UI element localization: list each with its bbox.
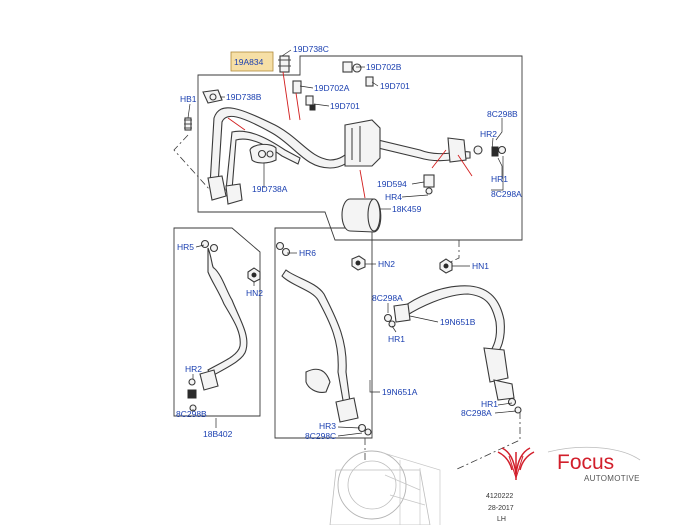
part-label-hn1[interactable]: HN1 [472,261,489,271]
part-label-hr3[interactable]: HR3 [319,421,336,431]
bolt-hb1-icon [184,117,192,131]
part-label-19d738c[interactable]: 19D738C [293,44,329,54]
part-label-hr6[interactable]: HR6 [299,248,316,258]
part-label-8c298a-mid[interactable]: 8C298A [372,293,403,303]
part-label-hr1-low[interactable]: HR1 [481,399,498,409]
drawing-side: LH [497,516,506,523]
part-label-19d701-b[interactable]: 19D701 [330,101,360,111]
part-label-8c298a-low[interactable]: 8C298A [461,408,492,418]
assembly-frame-center [274,227,373,439]
muffler-19n651a-icon [305,368,331,393]
hex-nut-hn2-left-icon [247,267,261,283]
red-guide-line [227,117,246,131]
logo-tagline: AUTOMOTIVE [584,474,640,483]
part-label-19d738b[interactable]: 19D738B [226,92,262,102]
part-label-hr2-top[interactable]: HR2 [480,129,497,139]
focus-emblem-icon [497,447,535,480]
muffler-18k459-icon [341,169,382,233]
pressure-sensor-19d594-icon [423,149,447,195]
valve-core-19d702a-icon [292,80,302,121]
part-label-19n651a[interactable]: 19N651A [382,387,418,397]
hose-fitting-mid-icon [383,303,411,328]
part-label-19n651b[interactable]: 19N651B [440,317,476,327]
compressor-icon [329,450,441,525]
part-label-19d701-a[interactable]: 19D701 [380,81,410,91]
part-label-8c298c[interactable]: 8C298C [305,431,336,441]
logo-swoosh [547,446,641,461]
assembly-frame-left [173,227,261,417]
hose-fitting-left-icon [187,369,219,412]
part-label-8c298a-top[interactable]: 8C298A [491,189,522,199]
part-label-8c298b-top[interactable]: 8C298B [487,109,518,119]
hose-fitting-lower-right-icon [483,347,522,414]
part-label-19d702a[interactable]: 19D702A [314,83,350,93]
valve-core-19d702b-icon [342,61,362,73]
pressure-switch-icon [278,55,291,73]
centerline-right [454,412,521,471]
centerline-hb1 [173,134,211,191]
hex-nut-hn1-icon [439,258,453,274]
focus-automotive-logo: Focus AUTOMOTIVE [497,446,641,483]
part-label-hb1[interactable]: HB1 [180,94,197,104]
block-fitting-icon [207,175,243,205]
leader-lines [187,49,517,437]
logo-wordmark: Focus [557,451,614,474]
part-label-hr2-low[interactable]: HR2 [185,364,202,374]
drawing-date: 28-2017 [488,505,514,512]
o-ring-hr5-icon [200,239,219,253]
service-cap-icon [305,76,374,111]
liquid-hose-18b402 [207,247,248,377]
part-label-hr1-mid[interactable]: HR1 [388,334,405,344]
accumulator-block-icon [344,119,381,167]
part-label-19a834[interactable]: 19A834 [234,57,264,67]
red-guide-line-2 [282,71,291,121]
part-label-8c298b-low[interactable]: 8C298B [176,409,207,419]
hex-nut-hn2-icon [351,255,366,271]
liquid-pipe-upper [225,130,301,191]
part-label-18b402[interactable]: 18B402 [203,429,233,439]
end-fitting-right-icon [447,137,507,177]
part-label-19d594[interactable]: 19D594 [377,179,407,189]
highlight-box-19a834[interactable] [230,51,274,72]
centerline-hn1 [445,240,460,265]
part-label-19d738a[interactable]: 19D738A [252,184,288,194]
suction-pipe-upper [209,107,471,186]
part-label-hn2-a[interactable]: HN2 [378,259,395,269]
pipe-clamp-19d738b-icon [202,89,223,104]
part-label-hr1-top[interactable]: HR1 [491,174,508,184]
drawing-code: 4120222 [486,493,513,500]
assembly-frame-upper [197,55,523,241]
part-label-18k459[interactable]: 18K459 [392,204,422,214]
part-label-19d702b[interactable]: 19D702B [366,62,402,72]
pipe-clamp-19d738a-icon [249,143,277,164]
o-ring-hr6-icon [275,241,291,257]
part-label-hr5[interactable]: HR5 [177,242,194,252]
part-label-hr4[interactable]: HR4 [385,192,402,202]
part-label-hn2-b[interactable]: HN2 [246,288,263,298]
compressor-fitting-icon [335,397,372,436]
